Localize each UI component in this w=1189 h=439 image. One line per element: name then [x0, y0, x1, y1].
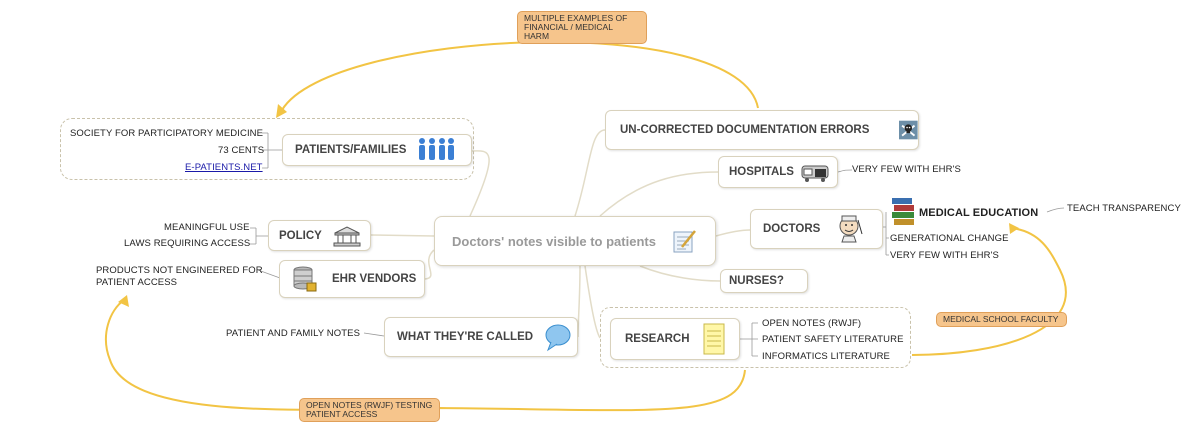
hospitals-child-ehr: VERY FEW WITH EHR'S	[852, 164, 961, 175]
capitol-building-icon	[333, 225, 361, 246]
connector-hospitals	[599, 171, 719, 217]
patients-group-box	[60, 118, 474, 180]
patients-child-epatients-link[interactable]: E-PATIENTS.NET	[185, 162, 263, 173]
teach-transparency: TEACH TRANSPARENCY	[1067, 203, 1181, 214]
doctors-very-few-ehr: VERY FEW WITH EHR'S	[890, 250, 999, 261]
node-research[interactable]: RESEARCH	[610, 318, 740, 360]
connector-policy	[370, 234, 435, 237]
ehr-child-patient-access: PATIENT ACCESS	[96, 277, 178, 288]
node-nurses[interactable]: NURSES?	[720, 269, 808, 293]
callout-open-notes-line2: PATIENT ACCESS	[306, 409, 378, 419]
callout-open-notes-line1: OPEN NOTES (RWJF) TESTING	[306, 400, 433, 410]
node-policy[interactable]: POLICY	[268, 220, 371, 251]
connector-errors	[574, 129, 606, 217]
callout-financial-harm-line1: MULTIPLE EXAMPLES OF	[524, 13, 628, 23]
what-called-child-notes: PATIENT AND FAMILY NOTES	[226, 328, 361, 339]
connector-what-called	[577, 265, 581, 338]
research-child-informatics: INFORMATICS LITERATURE	[762, 351, 890, 362]
callout-medical-school-faculty[interactable]: MEDICAL SCHOOL FACULTY	[936, 312, 1067, 327]
node-hospitals[interactable]: HOSPITALS	[718, 156, 838, 188]
skull-crossbones-icon	[899, 120, 918, 140]
policy-child-laws: LAWS REQUIRING ACCESS	[124, 238, 251, 249]
books-icon	[892, 198, 914, 225]
node-policy-label: POLICY	[279, 229, 322, 242]
policy-child-meaningful-use: MEANINGFUL USE	[164, 222, 250, 233]
patients-child-spm: SOCIETY FOR PARTICIPATORY MEDICINE	[70, 128, 264, 139]
research-group-box	[600, 307, 911, 368]
people-group-icon	[419, 138, 455, 160]
ehr-child-products: PRODUCTS NOT ENGINEERED FOR	[96, 265, 263, 276]
connector-nurses	[639, 265, 721, 282]
callout-open-notes-testing[interactable]: OPEN NOTES (RWJF) TESTING PATIENT ACCESS	[299, 398, 440, 422]
callout-faculty-line1: MEDICAL SCHOOL FACULTY	[943, 314, 1059, 324]
node-what-theyre-called-label: WHAT THEY'RE CALLED	[397, 331, 534, 343]
node-ehr-vendors[interactable]: EHR VENDORS	[279, 260, 425, 298]
database-lock-icon	[293, 266, 317, 292]
research-child-open-notes: OPEN NOTES (RWJF)	[762, 318, 862, 329]
central-topic[interactable]: Doctors' notes visible to patients	[434, 216, 716, 266]
central-topic-label: Doctors' notes visible to patients	[452, 233, 656, 249]
node-patients-families-label: PATIENTS/FAMILIES	[295, 144, 407, 156]
node-doctors-label: DOCTORS	[763, 223, 821, 235]
node-patients-families[interactable]: PATIENTS/FAMILIES	[282, 134, 472, 166]
relationship-faculty	[911, 227, 1067, 356]
node-documentation-errors[interactable]: UN-CORRECTED DOCUMENTATION ERRORS	[605, 110, 919, 150]
notepad-icon	[703, 323, 725, 355]
node-hospitals-label: HOSPITALS	[729, 166, 794, 178]
notepad-pencil-icon	[673, 230, 696, 253]
connector-doctors	[715, 229, 751, 237]
research-child-patient-safety: PATIENT SAFETY LITERATURE	[762, 334, 904, 345]
connector-research	[584, 265, 601, 339]
relationship-financial-harm	[281, 41, 759, 111]
node-nurses-label: NURSES?	[729, 275, 784, 287]
node-documentation-errors-label: UN-CORRECTED DOCUMENTATION ERRORS	[620, 124, 870, 136]
callout-financial-harm[interactable]: MULTIPLE EXAMPLES OF FINANCIAL / MEDICAL…	[517, 11, 647, 44]
speech-bubble-icon	[545, 324, 571, 352]
node-research-label: RESEARCH	[625, 333, 690, 345]
hospital-bed-icon	[801, 165, 829, 182]
generational-change: GENERATIONAL CHANGE	[890, 233, 1009, 244]
connector-patients	[469, 150, 490, 217]
patients-child-73-cents: 73 CENTS	[218, 145, 265, 156]
node-doctors[interactable]: DOCTORS	[750, 209, 883, 249]
connector-ehr	[424, 249, 435, 280]
node-what-theyre-called[interactable]: WHAT THEY'RE CALLED	[384, 317, 578, 357]
doctor-icon	[839, 215, 863, 243]
callout-financial-harm-line2: FINANCIAL / MEDICAL HARM	[524, 22, 613, 41]
medical-education-label[interactable]: MEDICAL EDUCATION	[919, 207, 1039, 219]
node-ehr-vendors-label: EHR VENDORS	[332, 273, 417, 285]
